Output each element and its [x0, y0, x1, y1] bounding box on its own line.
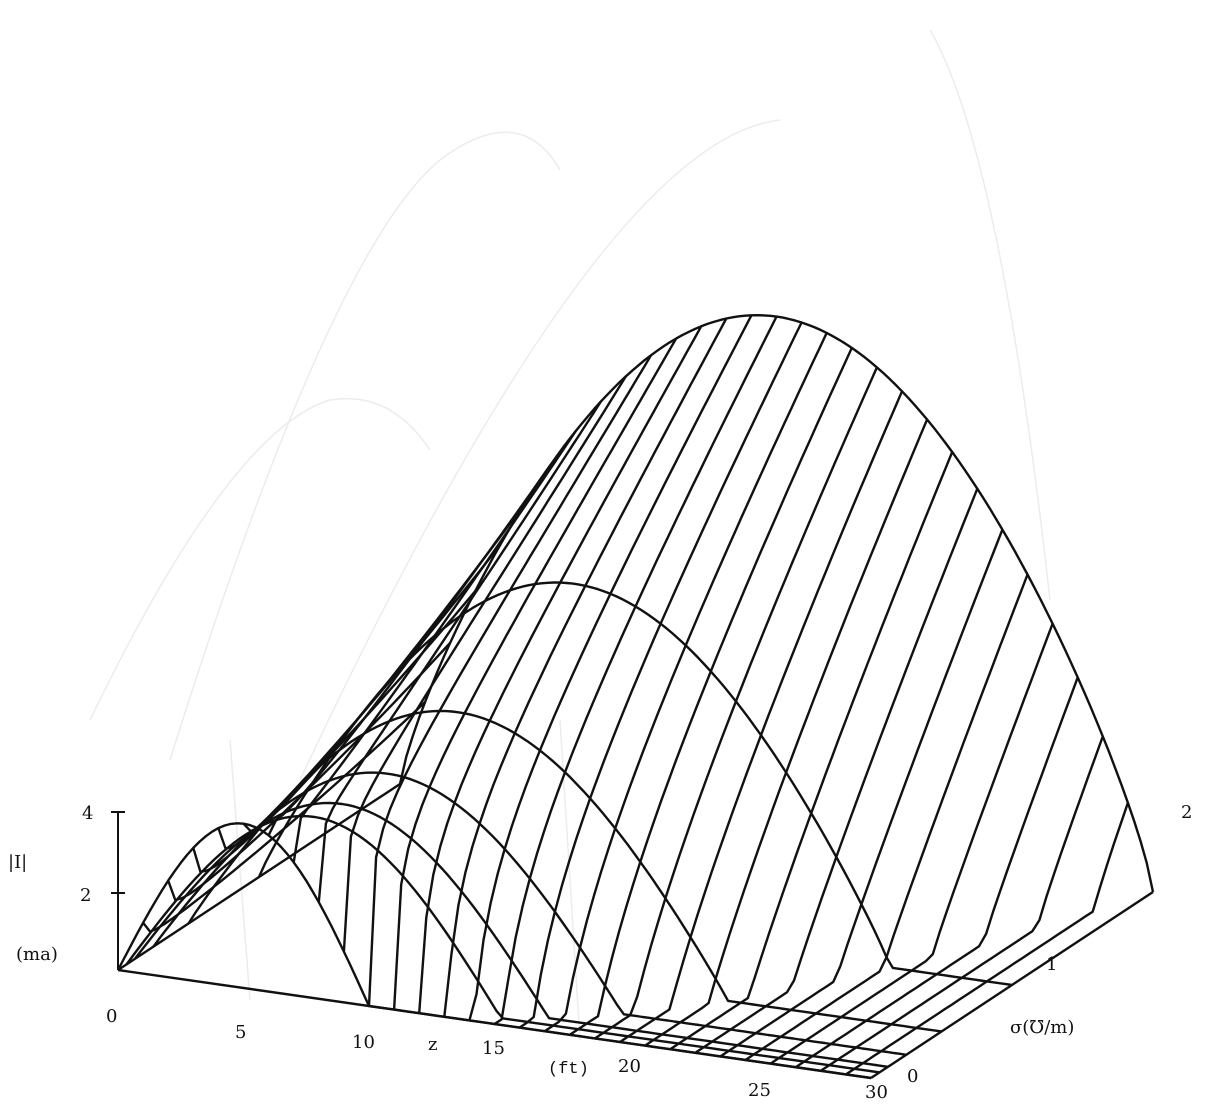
- z-rib-10: [367, 354, 653, 1007]
- z-tick-label-30: 30: [865, 1082, 888, 1103]
- sigma-tick-label-2: 2: [1181, 802, 1192, 823]
- z-rib-4: [217, 543, 502, 850]
- z-rib-3: [192, 590, 477, 873]
- z-tick-label-15: 15: [482, 1038, 505, 1059]
- z-rib-25: [744, 574, 1029, 1061]
- z-rib-5: [242, 501, 527, 833]
- origin-label: 0: [106, 1006, 117, 1027]
- ghost-background: [89, 29, 1051, 1041]
- z-rib-6: [267, 464, 552, 836]
- z-rib-16: [518, 321, 803, 1029]
- z-tick-label-20: 20: [618, 1056, 641, 1077]
- z-rib-8: [317, 400, 602, 903]
- z-rib-1: [142, 701, 426, 933]
- z-rib-18: [569, 347, 853, 1036]
- sigma-profile-3: [152, 771, 907, 1056]
- z-rib-29: [845, 802, 1130, 1076]
- z-rib-7: [292, 430, 577, 863]
- sigma-axis-base: [870, 890, 1154, 1080]
- z-tick-label-5: 5: [235, 1022, 246, 1043]
- z-rib-9: [342, 375, 627, 952]
- z-rib-19: [594, 366, 878, 1040]
- current-tick-label-2: 2: [80, 885, 91, 906]
- z-tick-label-25: 25: [748, 1080, 771, 1101]
- z-rib-22: [669, 451, 954, 1051]
- z-rib-15: [493, 316, 778, 1026]
- z-tick-label-10: 10: [352, 1032, 375, 1053]
- z-axis-unit: (ft): [548, 1060, 589, 1079]
- z-axis-title: z: [428, 1034, 437, 1055]
- z-rib-23: [694, 488, 979, 1054]
- current-axis-title: |I|: [8, 852, 27, 873]
- z-rib-17: [544, 332, 828, 1033]
- current-tick-label-4: 4: [82, 803, 93, 824]
- z-rib-21: [644, 419, 929, 1047]
- z-rib-27: [795, 676, 1079, 1069]
- z-rib-11: [392, 337, 678, 1010]
- z-rib-28: [820, 735, 1104, 1072]
- z-rib-12: [418, 325, 703, 1014]
- z-rib-24: [719, 529, 1004, 1058]
- z-axis-base: [117, 968, 872, 1080]
- current-axis: [111, 811, 125, 970]
- front-base-edge: [117, 782, 401, 972]
- current-axis-unit: (ma): [16, 944, 58, 965]
- sigma-tick-label-0: 0: [907, 1066, 918, 1087]
- z-rib-26: [769, 623, 1054, 1065]
- z-rib-13: [443, 317, 728, 1017]
- surface-mesh: [116, 314, 1155, 1080]
- sigma-axis-title: σ(℧/m): [1010, 1017, 1074, 1038]
- z-rib-14: [468, 314, 753, 1021]
- sigma-tick-label-1: 1: [1046, 954, 1057, 975]
- z-rib-20: [619, 390, 904, 1043]
